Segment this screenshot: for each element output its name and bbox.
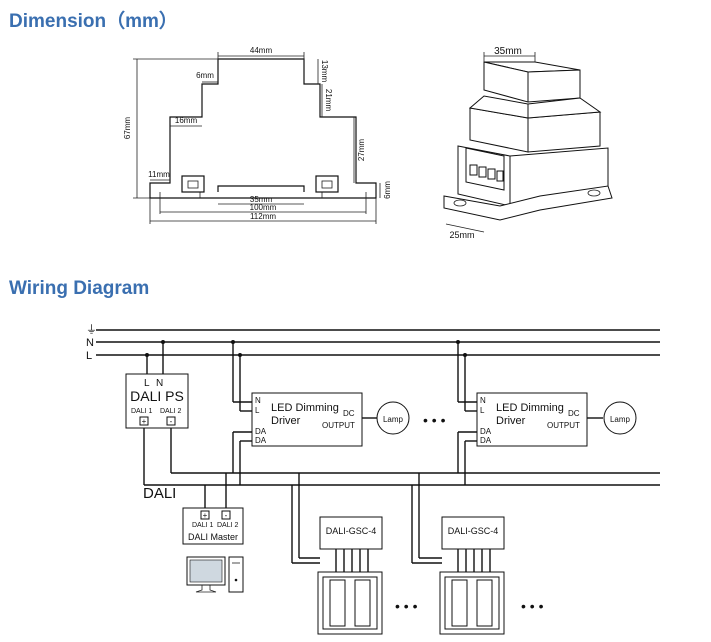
dimension-labels: 44mm 6mm 13mm 67mm 16mm 21mm 27mm 11mm 6… bbox=[123, 46, 392, 221]
dali-ps-title: DALI PS bbox=[130, 388, 184, 404]
dim-44: 44mm bbox=[250, 46, 273, 55]
dimension-lines bbox=[133, 52, 381, 224]
driver1-dc: DC bbox=[343, 409, 355, 418]
driver1-n: N bbox=[255, 396, 261, 405]
driver1-title1: LED Dimming bbox=[271, 402, 339, 414]
terminal-block-left bbox=[181, 175, 205, 193]
master-title: DALI Master bbox=[188, 532, 238, 542]
driver1-title2: Driver bbox=[271, 415, 301, 427]
master-plus: + bbox=[203, 511, 208, 520]
housing-outline bbox=[149, 58, 377, 192]
dim-11: 11mm bbox=[148, 170, 170, 179]
dim-13: 13mm bbox=[320, 60, 329, 83]
dim-35: 35mm bbox=[250, 195, 273, 204]
gsc-label-1: DALI-GSC-4 bbox=[326, 526, 377, 536]
driver-2 bbox=[457, 342, 637, 485]
driver2-title2: Driver bbox=[496, 415, 526, 427]
ellipsis-gsc-1: • • • bbox=[395, 598, 418, 614]
rail-clip bbox=[217, 185, 305, 192]
driver1-output: OUTPUT bbox=[322, 421, 355, 430]
ellipsis-drivers: • • • bbox=[423, 412, 446, 428]
dali-bus-label: DALI bbox=[143, 485, 176, 502]
driver2-n: N bbox=[480, 396, 486, 405]
dim-iso-35: 35mm bbox=[494, 46, 522, 57]
terminal-block-right bbox=[315, 175, 339, 193]
driver2-output: OUTPUT bbox=[547, 421, 580, 430]
dali-ps-box bbox=[125, 342, 189, 485]
ps-dali2-label: DALI 2 bbox=[160, 408, 182, 415]
dim-112: 112mm bbox=[250, 212, 276, 221]
line-n-label: N bbox=[86, 337, 94, 349]
ellipsis-gsc-2: • • • bbox=[521, 598, 544, 614]
dim-6-bottom: 6mm bbox=[383, 181, 392, 199]
side-view-drawing bbox=[149, 58, 377, 199]
gsc-label-2: DALI-GSC-4 bbox=[448, 526, 499, 536]
line-l-label: L bbox=[86, 350, 92, 362]
dali-master bbox=[182, 473, 244, 593]
ps-dali1-label: DALI 1 bbox=[131, 408, 153, 415]
driver2-l: L bbox=[480, 406, 485, 415]
ps-minus: - bbox=[170, 417, 173, 426]
ps-n-label: N bbox=[156, 378, 163, 389]
driver1-da1: DA bbox=[255, 427, 267, 436]
lamp-2: Lamp bbox=[610, 415, 631, 424]
terminal-screw-right bbox=[321, 180, 333, 189]
terminal-screw-left bbox=[187, 180, 199, 189]
dim-100: 100mm bbox=[250, 203, 277, 212]
dim-6-top: 6mm bbox=[196, 71, 214, 80]
driver1-da2: DA bbox=[255, 436, 267, 445]
dim-27: 27mm bbox=[357, 139, 366, 162]
dim-iso-25: 25mm bbox=[449, 230, 474, 240]
driver2-dc: DC bbox=[568, 409, 580, 418]
base-segments bbox=[159, 192, 367, 198]
ps-plus: + bbox=[142, 417, 147, 426]
gsc-unit-1 bbox=[291, 473, 383, 635]
dali-bus bbox=[144, 472, 660, 486]
gsc-unit-2 bbox=[411, 473, 505, 635]
dim-16: 16mm bbox=[175, 116, 198, 125]
master-dali1: DALI 1 bbox=[192, 522, 214, 529]
driver2-title1: LED Dimming bbox=[496, 402, 564, 414]
wiring-diagram-heading: Wiring Diagram bbox=[9, 278, 150, 299]
driver-1 bbox=[232, 342, 410, 485]
dimension-heading: Dimension（mm） bbox=[9, 11, 178, 32]
driver2-da1: DA bbox=[480, 427, 492, 436]
base-outline bbox=[149, 192, 377, 199]
driver1-l: L bbox=[255, 406, 260, 415]
power-lines bbox=[96, 329, 660, 356]
dim-67: 67mm bbox=[123, 117, 132, 140]
master-minus: - bbox=[225, 511, 228, 520]
dim-21: 21mm bbox=[324, 89, 333, 112]
lamp-1: Lamp bbox=[383, 415, 404, 424]
master-dali2: DALI 2 bbox=[217, 522, 239, 529]
isometric-view-drawing bbox=[443, 52, 613, 233]
earth-symbol: ⏚ bbox=[86, 323, 97, 336]
ps-l-label: L bbox=[144, 378, 150, 389]
driver2-da2: DA bbox=[480, 436, 492, 445]
